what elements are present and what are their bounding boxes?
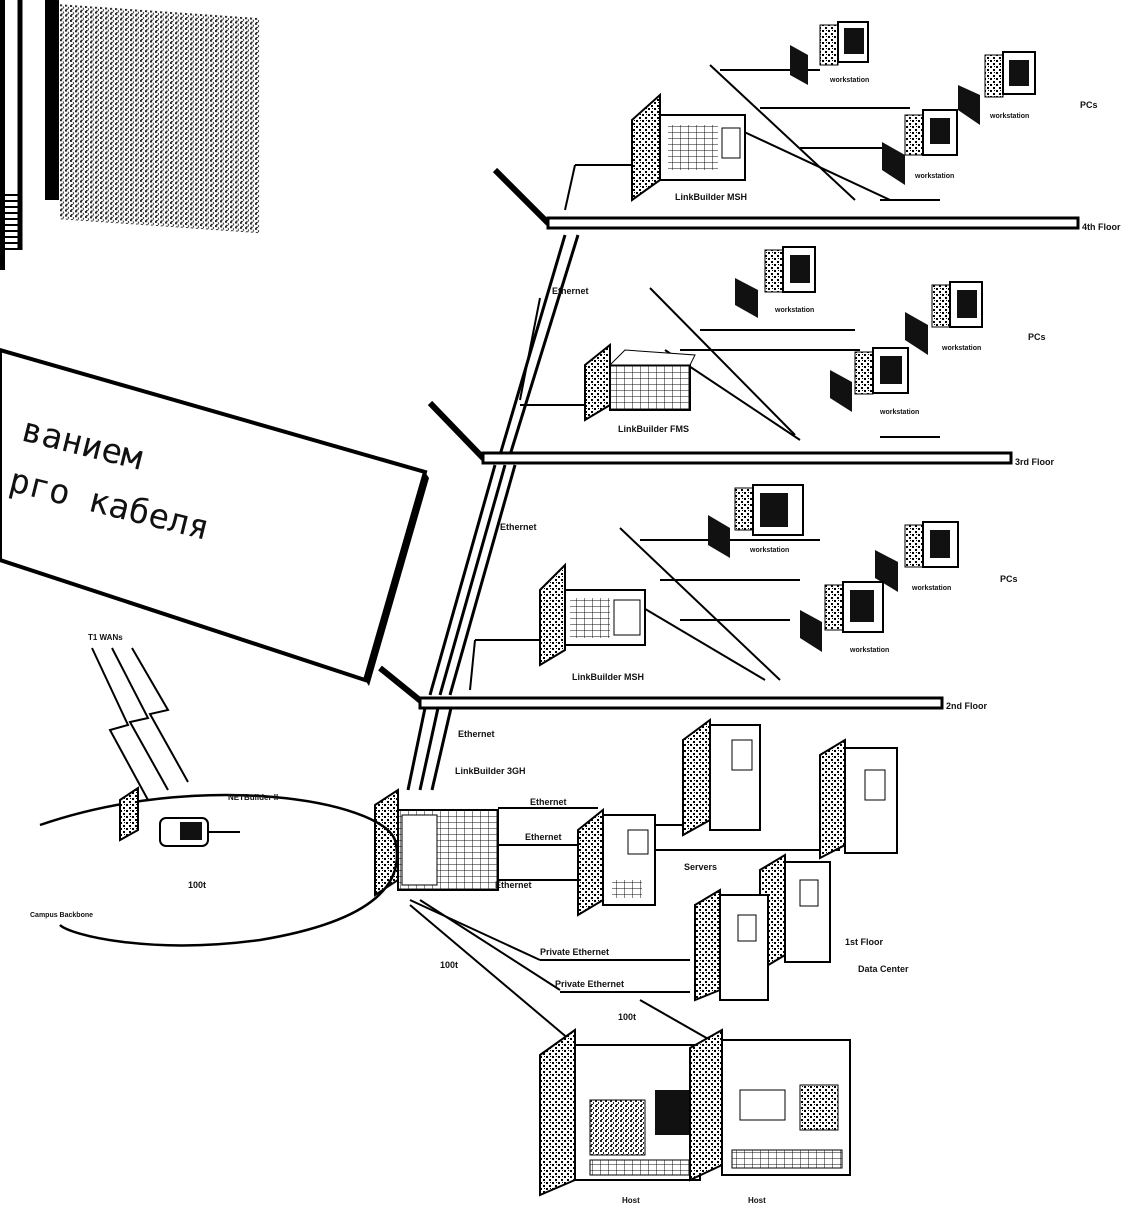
campus-backbone: Campus Backbone 100t NETBuilder II T1 WA… bbox=[30, 633, 397, 945]
ethernet-label-srv-2: Ethernet bbox=[525, 832, 562, 842]
floor-second-network: Ethernet LinkBuilder MSH workstation wor… bbox=[470, 485, 1018, 690]
host-1 bbox=[540, 1030, 700, 1195]
server-1 bbox=[578, 810, 655, 915]
floor-third-label: 3rd Floor bbox=[1015, 457, 1054, 467]
switch-label: LinkBuilder 3GH bbox=[455, 766, 526, 776]
server-5 bbox=[695, 890, 768, 1000]
pc-top-2-label: workstation bbox=[989, 113, 1029, 120]
servers-label: Servers bbox=[684, 862, 717, 872]
pc-second-1-label: workstation bbox=[749, 547, 789, 554]
pc-third-3-label: workstation bbox=[879, 409, 919, 416]
ethernet-label-srv-3: Ethernet bbox=[495, 880, 532, 890]
host-1-label: Host bbox=[622, 1196, 640, 1205]
hub-top-label: LinkBuilder MSH bbox=[675, 192, 747, 202]
data-center-label: Data Center bbox=[858, 964, 909, 974]
floor-top-network: LinkBuilder MSH workstation workstation … bbox=[565, 22, 1098, 210]
server-3 bbox=[820, 740, 897, 858]
caption-card: ванием рго кабеля bbox=[0, 350, 429, 686]
hub-third-device bbox=[585, 345, 695, 420]
pc-top-1-label: workstation bbox=[829, 77, 869, 84]
ethernet-label-1a: Ethernet bbox=[458, 729, 495, 739]
fddi-label-2: 100t bbox=[618, 1012, 636, 1022]
pcs-second-label: PCs bbox=[1000, 574, 1018, 584]
hub-third-label: LinkBuilder FMS bbox=[618, 424, 689, 434]
host-2 bbox=[690, 1030, 850, 1180]
wan-label: T1 WANs bbox=[88, 633, 123, 642]
floor-first-network: Ethernet LinkBuilder 3GH Ethernet Ethern… bbox=[375, 720, 909, 1205]
router-label: NETBuilder II bbox=[228, 793, 278, 802]
floor-top: 4th Floor bbox=[495, 170, 1121, 232]
fddi-label-ring: 100t bbox=[188, 880, 206, 890]
floor-second-label: 2nd Floor bbox=[946, 701, 987, 711]
ethernet-label-2a: Ethernet bbox=[500, 522, 537, 532]
pc-top-3-label: workstation bbox=[914, 173, 954, 180]
pcs-third-label: PCs bbox=[1028, 332, 1046, 342]
first-floor-label: 1st Floor bbox=[845, 937, 884, 947]
pcs-top-label: PCs bbox=[1080, 100, 1098, 110]
pc-third-3 bbox=[830, 348, 908, 412]
pc-third-2-label: workstation bbox=[941, 345, 981, 352]
server-4 bbox=[760, 855, 830, 970]
ethernet-label-3a: Ethernet bbox=[552, 286, 589, 296]
server-2 bbox=[683, 720, 760, 835]
private-ethernet-label-1: Private Ethernet bbox=[540, 947, 609, 957]
fddi-label-1: 100t bbox=[440, 960, 458, 970]
backbone-label: Campus Backbone bbox=[30, 912, 93, 919]
pc-third-1-label: workstation bbox=[774, 307, 814, 314]
pc-second-3 bbox=[800, 582, 883, 652]
hub-second-label: LinkBuilder MSH bbox=[572, 672, 644, 682]
pc-second-2-label: workstation bbox=[911, 585, 951, 592]
floor-third-network: Ethernet LinkBuilder FMS workstation wor… bbox=[520, 247, 1046, 440]
hub-second-device bbox=[540, 565, 645, 665]
scanned-panel-artwork bbox=[0, 0, 260, 270]
pc-second-2 bbox=[875, 522, 958, 592]
private-ethernet-label-2: Private Ethernet bbox=[555, 979, 624, 989]
hub-top-device bbox=[632, 95, 745, 200]
switch-device bbox=[375, 790, 498, 895]
pc-top-1 bbox=[790, 22, 868, 85]
floor-top-label: 4th Floor bbox=[1082, 222, 1121, 232]
wan-links bbox=[92, 648, 188, 800]
ethernet-label-srv-1: Ethernet bbox=[530, 797, 567, 807]
host-2-label: Host bbox=[748, 1196, 766, 1205]
pc-second-3-label: workstation bbox=[849, 647, 889, 654]
